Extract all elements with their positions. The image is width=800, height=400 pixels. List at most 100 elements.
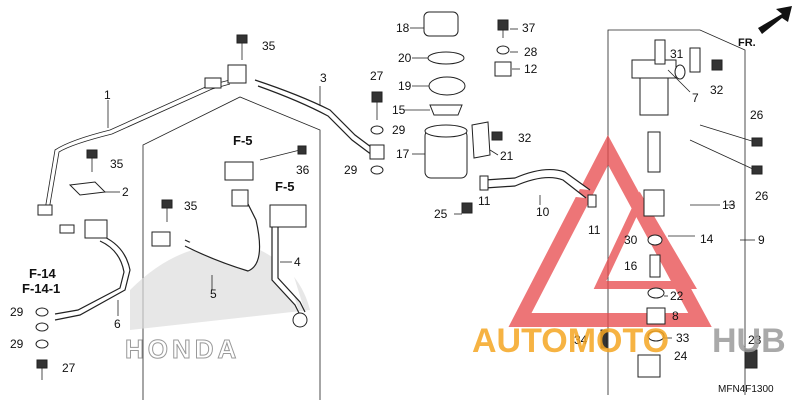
brake-hose-5: [151, 189, 261, 272]
callout-31: 31: [670, 47, 684, 61]
callout-21: 21: [500, 149, 514, 163]
ref-label-f5-upper: F-5: [233, 133, 253, 148]
bolt-27-upper: [371, 91, 383, 120]
ref-label-f5-lower: F-5: [275, 179, 295, 194]
honda-wing-logo: HONDA: [125, 245, 310, 365]
bolt-23: [744, 349, 758, 369]
reservoir-cap-18: [423, 11, 459, 37]
callout-17: 17: [396, 147, 410, 161]
bolt-36: [259, 145, 307, 161]
bolt-32-right: [711, 59, 723, 71]
front-direction-arrow-icon: FR.: [738, 6, 792, 49]
spring-piston-column: [643, 131, 666, 342]
bolt-35-top: [236, 34, 248, 60]
left-group-bracket: [142, 96, 321, 400]
callout-15: 15: [392, 103, 406, 117]
watermark-logo: AUTOMOTO HUB: [472, 322, 786, 360]
callout-12: 12: [524, 62, 538, 76]
callout-5: 5: [210, 287, 217, 301]
hose-clip-11-a: [479, 175, 489, 191]
callout-25: 25: [434, 207, 448, 221]
callout-29-b: 29: [10, 337, 24, 351]
callout-33: 33: [676, 331, 690, 345]
collar-12: [494, 61, 512, 77]
callout-35-top: 35: [262, 39, 276, 53]
bolt-35-low: [161, 199, 173, 222]
callout-18: 18: [396, 21, 410, 35]
bolt-25: [461, 202, 473, 214]
diagram-code: MFN4F1300: [718, 384, 774, 395]
watermark-text-gray: HUB: [712, 322, 786, 360]
callout-20: 20: [398, 51, 412, 65]
washer-29-e: [370, 165, 384, 175]
bolt-37: [497, 19, 509, 38]
callout-2: 2: [122, 185, 129, 199]
reservoir-17: [424, 124, 468, 179]
clamp-2: [68, 181, 107, 196]
callout-29-c: 29: [392, 123, 406, 137]
joint-31: [654, 39, 701, 73]
clip-21: [471, 121, 491, 159]
callout-26-lower: 26: [755, 189, 769, 203]
callout-32-mid: 32: [518, 131, 532, 145]
bolt-27-lower: [36, 359, 48, 380]
brake-hose-3: [227, 64, 385, 160]
callout-9: 9: [758, 233, 765, 247]
callout-11-a: 11: [478, 194, 491, 208]
washer-29-c: [35, 339, 49, 349]
honda-brand-text: HONDA: [125, 334, 240, 364]
callout-35-low: 35: [184, 199, 198, 213]
callout-35-mid: 35: [110, 157, 124, 171]
callout-32-right: 32: [710, 83, 724, 97]
callout-28: 28: [524, 45, 538, 59]
callout-10: 10: [536, 205, 550, 219]
reservoir-hose-10: [484, 168, 591, 199]
ref-label-f14: F-14: [29, 266, 57, 281]
callout-36: 36: [296, 163, 310, 177]
ref-label-f14-1: F-14-1: [22, 281, 60, 296]
master-cylinder-body: [631, 59, 677, 116]
brake-hose-4: [271, 225, 308, 328]
leader-lines: [104, 27, 755, 339]
bolt-26-lower: [689, 139, 763, 175]
callout-4: 4: [294, 255, 301, 269]
bolt-32-mid: [491, 131, 503, 141]
callout-24: 24: [674, 349, 688, 363]
diaphragm-19: [428, 76, 466, 96]
callout-13: 13: [722, 198, 736, 212]
callout-29-a: 29: [10, 305, 24, 319]
bolt-35-mid: [86, 149, 98, 172]
plate-20: [427, 51, 465, 65]
washer-29-d: [370, 125, 384, 135]
callout-22: 22: [670, 289, 684, 303]
callout-16: 16: [624, 259, 638, 273]
callout-26-upper: 26: [750, 108, 764, 122]
brake-hose-1: [37, 77, 231, 234]
oring-7: [674, 64, 686, 80]
holder-15: [429, 104, 463, 116]
hose-clip-11-b: [587, 194, 597, 208]
joint-24: [637, 354, 661, 378]
washer-28: [496, 45, 510, 55]
joint-block-upper: [224, 161, 254, 181]
watermark-text-orange: AUTOMOTO: [472, 322, 669, 360]
callout-7: 7: [692, 91, 699, 105]
washer-29-a: [35, 307, 49, 317]
callout-19: 19: [398, 79, 412, 93]
callout-34: 34: [574, 333, 588, 347]
bolt-26-upper: [699, 124, 763, 147]
brake-hose-6: [54, 219, 131, 321]
callout-27-lower: 27: [62, 361, 76, 375]
callout-6: 6: [114, 317, 121, 331]
callout-23: 23: [748, 333, 762, 347]
callout-27-upper: 27: [370, 69, 384, 83]
callout-14: 14: [700, 232, 714, 246]
callout-1: 1: [104, 88, 111, 102]
callout-3: 3: [320, 71, 327, 85]
washer-29-b: [35, 322, 49, 332]
callout-30: 30: [624, 233, 638, 247]
callout-11-b: 11: [588, 223, 601, 237]
callout-29-d: 29: [344, 163, 358, 177]
joint-block-lower: [269, 204, 307, 228]
